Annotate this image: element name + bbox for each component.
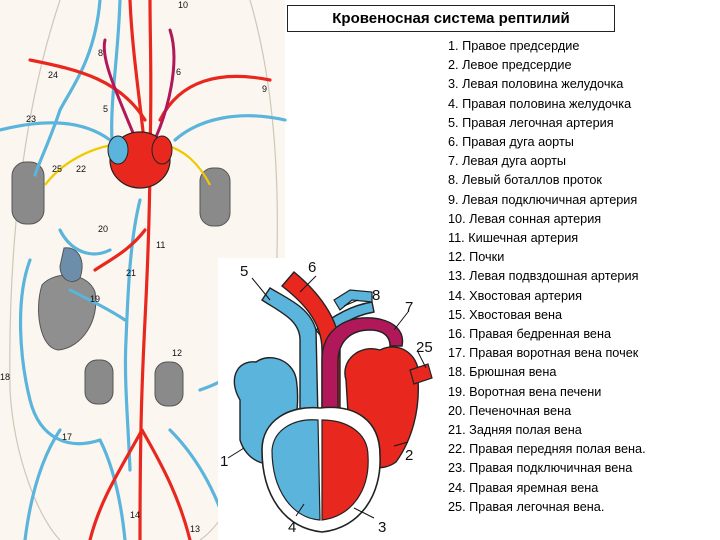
legend-item: 19. Воротная вена печени [448,383,718,402]
legend-item: 17. Правая воротная вена почек [448,344,718,363]
legend-item: 18. Брюшная вена [448,363,718,382]
legend-item: 6. Правая дуга аорты [448,133,718,152]
body-label: 8 [98,48,103,58]
heart-label: 6 [308,259,316,276]
legend-item: 24. Правая яремная вена [448,479,718,498]
body-label: 25 [52,164,62,174]
legend-item: 4. Правая половина желудочка [448,95,718,114]
body-label: 13 [190,524,200,534]
legend-item: 5. Правая легочная артерия [448,114,718,133]
legend-item: 20. Печеночная вена [448,402,718,421]
heart-detail: 5 6 8 7 25 2 1 4 3 [218,258,440,540]
body-label: 22 [76,164,86,174]
legend-item: 8. Левый боталлов проток [448,171,718,190]
body-label: 19 [90,294,100,304]
legend-item: 13. Левая подвздошная артерия [448,267,718,286]
figure-title: Кровеносная система рептилий [287,5,615,32]
body-label: 6 [176,67,181,77]
legend-item: 16. Правая бедренная вена [448,325,718,344]
body-label: 12 [172,348,182,358]
legend-item: 22. Правая передняя полая вена. [448,440,718,459]
left-kidney [155,362,183,406]
body-label: 14 [130,510,140,520]
heart-label: 5 [240,263,248,280]
legend-item: 11. Кишечная артерия [448,229,718,248]
body-label: 20 [98,224,108,234]
legend-item: 1. Правое предсердие [448,37,718,56]
legend-item: 9. Левая подключичная артерия [448,191,718,210]
legend-item: 7. Левая дуга аорты [448,152,718,171]
heart-label: 3 [378,519,386,536]
heart-label: 1 [220,453,228,470]
body-label: 9 [262,84,267,94]
body-label: 18 [0,372,10,382]
legend-item: 25. Правая легочная вена. [448,498,718,517]
heart-label: 7 [405,299,413,316]
legend-item: 12. Почки [448,248,718,267]
body-label: 23 [26,114,36,124]
body-label: 5 [103,104,108,114]
heart-label: 4 [288,519,296,536]
heart-label: 2 [405,447,413,464]
legend-item: 3. Левая половина желудочка [448,75,718,94]
heart-label: 25 [416,339,433,356]
body-label: 11 [156,240,165,250]
legend-item: 23. Правая подключичная вена [448,459,718,478]
legend-item: 2. Левое предсердие [448,56,718,75]
legend-item: 15. Хвостовая вена [448,306,718,325]
right-kidney [85,360,113,404]
body-heart-right-atrium [108,136,128,164]
body-heart-left-atrium [152,136,172,164]
body-label: 10 [178,0,188,10]
legend-item: 10. Левая сонная артерия [448,210,718,229]
legend-item: 14. Хвостовая артерия [448,287,718,306]
heart-label: 8 [372,287,380,304]
right-lung [12,162,44,224]
body-label: 17 [62,432,72,442]
body-label: 24 [48,70,58,80]
legend-item: 21. Задняя полая вена [448,421,718,440]
left-carotid-artery [150,0,151,150]
body-label: 21 [126,268,136,278]
